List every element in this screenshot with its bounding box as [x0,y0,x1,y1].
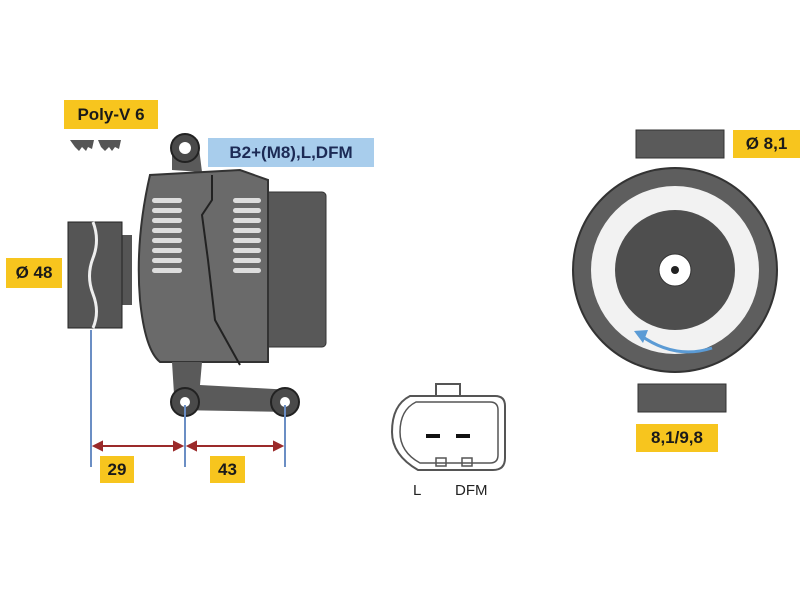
hole-diameter-label: Ø 8,1 [733,130,800,158]
connector-pin-l: L [413,482,422,499]
connector-pin-dfm: DFM [455,482,488,499]
alternator-side-view [67,133,327,417]
pulley-diameter-label: Ø 48 [6,258,62,288]
poly-v-profile-icon [70,140,121,151]
terminals-label: B2+(M8),L,DFM [208,138,374,167]
dimension-lines [90,330,286,467]
alternator-front-view [572,129,778,413]
belt-type-label: Poly-V 6 [64,100,158,129]
dimension-43-label: 43 [210,456,245,483]
dimension-29-label: 29 [100,456,134,483]
rotation-arrow-icon [639,333,713,354]
dimension-arrows [91,440,285,452]
connector-plug-icon [390,383,506,471]
slot-size-label: 8,1/9,8 [636,424,718,452]
